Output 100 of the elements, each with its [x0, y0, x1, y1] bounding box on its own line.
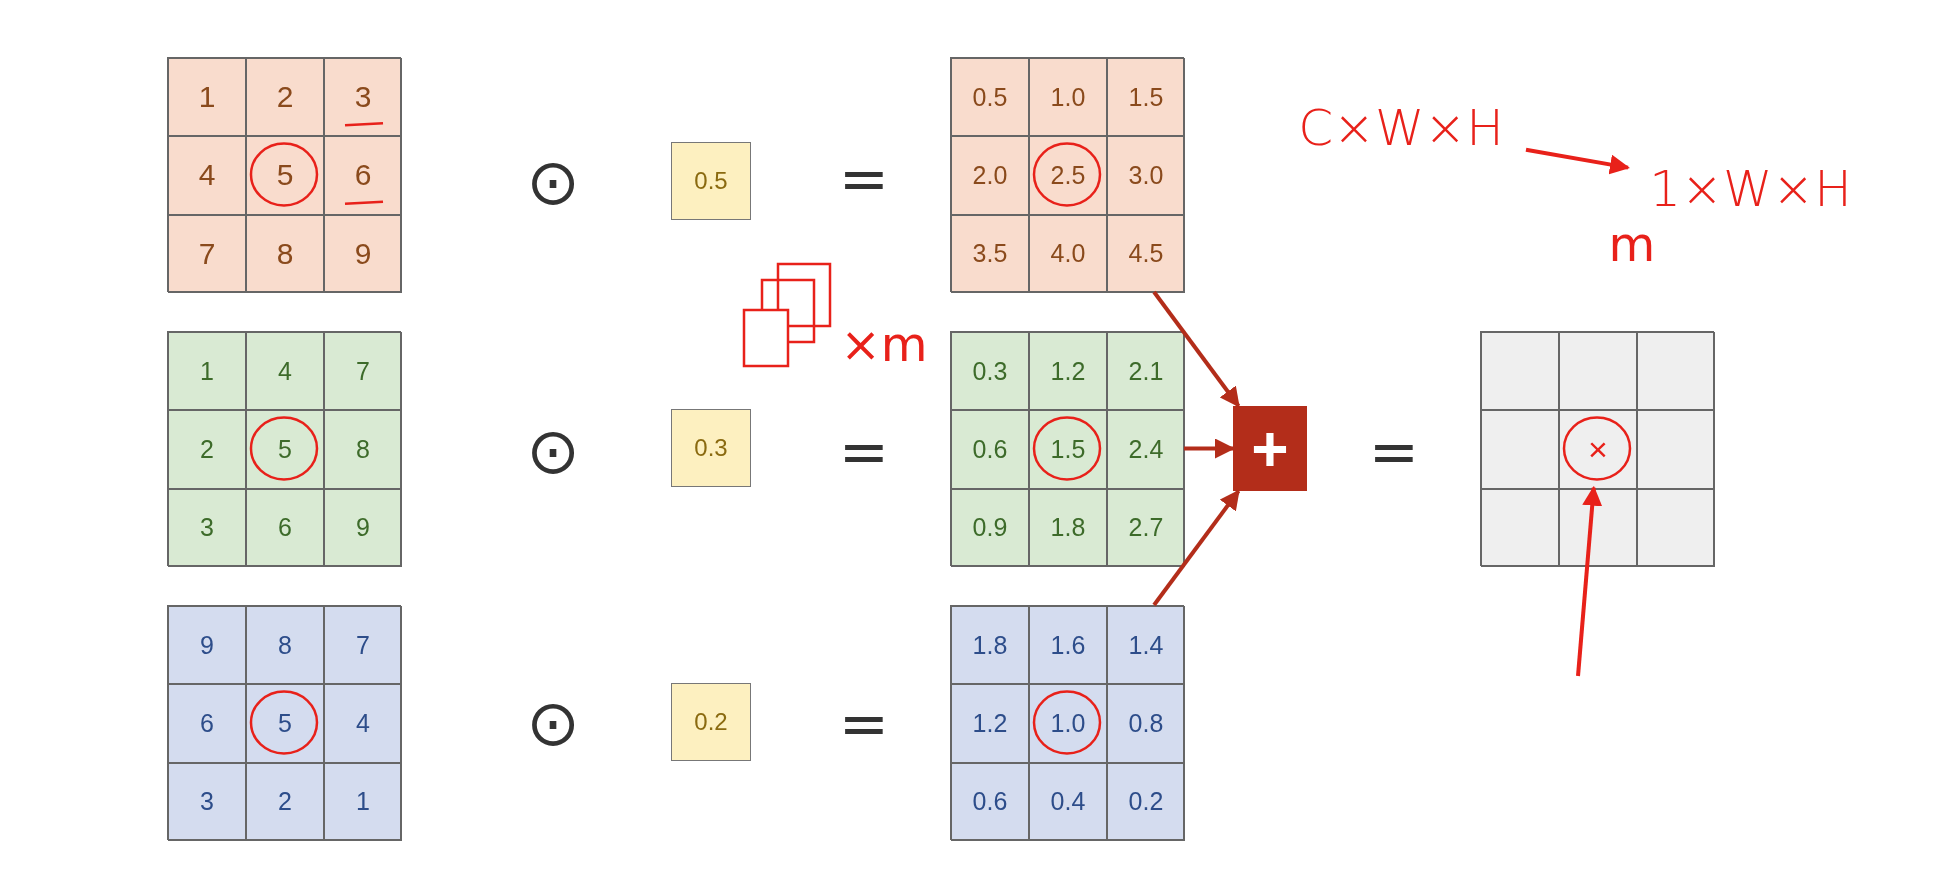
cell-value: 1: [200, 358, 214, 384]
matrix-cell: [168, 762, 246, 841]
sum-box: [1233, 406, 1307, 491]
operator-symbol: ⊙: [526, 691, 580, 755]
scalar-box: [671, 142, 751, 220]
matrix-cell: [1107, 214, 1185, 293]
cell-value: 8: [276, 238, 294, 269]
arrow: [1152, 489, 1241, 607]
matrix-cell: [951, 214, 1029, 293]
matrix-cell: [1107, 410, 1185, 489]
empty-cell: [1637, 488, 1715, 567]
matrix-cell: [246, 332, 324, 411]
empty-cell: [1481, 410, 1559, 489]
matrix-cell: [324, 332, 402, 411]
matrix-grid: [950, 605, 1184, 840]
matrix-cell: [168, 488, 246, 567]
matrix-cell: [1107, 136, 1185, 215]
matrix-cell: [1029, 410, 1107, 489]
cell-value: 1.8: [1050, 515, 1086, 541]
matrix-grid: [167, 57, 401, 292]
cell-value: 1.8: [972, 632, 1008, 658]
empty-cell: [1559, 332, 1637, 411]
cell-value: 1.6: [1050, 632, 1086, 658]
cell-value: 4.0: [1050, 241, 1086, 267]
matrix-cell: [1029, 136, 1107, 215]
cell-value: 8: [356, 437, 370, 462]
matrix-grid: [167, 605, 401, 840]
cell-value: 0.4: [1050, 789, 1086, 815]
handwritten-note: ×m: [840, 320, 928, 368]
matrix-cell: [246, 214, 324, 293]
cell-value: 1.2: [1050, 358, 1086, 384]
matrix-cell: [1107, 684, 1185, 763]
empty-cell: [1559, 488, 1637, 567]
cell-value: 9: [356, 515, 370, 541]
handwritten-note: C×W×H: [1298, 103, 1504, 153]
matrix-cell: [1029, 762, 1107, 841]
matrix-cell: [246, 58, 324, 137]
matrix-cell: [246, 136, 324, 215]
matrix-cell: [1107, 58, 1185, 137]
scalar-box: [671, 683, 751, 761]
matrix-cell: [951, 332, 1029, 411]
cell-value: 1.4: [1128, 632, 1164, 658]
matrix-cell: [246, 488, 324, 567]
operator-symbol: ⊙: [526, 150, 580, 214]
matrix-cell: [324, 410, 402, 489]
empty-cell: [1481, 332, 1559, 411]
cell-value: 5: [278, 711, 292, 736]
cell-value: 4: [198, 160, 216, 191]
cell-value: 0.3: [972, 358, 1008, 384]
empty-cell: [1637, 410, 1715, 489]
cell-value: 4: [278, 358, 292, 384]
matrix-cell: [951, 488, 1029, 567]
matrix-cell: [324, 488, 402, 567]
matrix-cell: [168, 606, 246, 685]
cell-value: 2: [200, 437, 214, 462]
cell-value: 2: [278, 789, 292, 815]
handwritten-note: 1×W×H: [1649, 164, 1852, 214]
cell-value: ×: [1588, 432, 1608, 467]
cell-value: 7: [198, 238, 216, 269]
operator-symbol: =: [838, 148, 890, 208]
matrix-cell: [246, 684, 324, 763]
cell-value: 0.2: [694, 710, 728, 734]
cell-value: 3: [200, 515, 214, 541]
cell-value: 1.0: [1050, 84, 1086, 110]
cell-value: 3: [200, 789, 214, 815]
matrix-cell: [951, 606, 1029, 685]
matrix-cell: [951, 410, 1029, 489]
matrix-cell: [1107, 606, 1185, 685]
cell-value: 6: [200, 711, 214, 736]
handwritten-note: m: [1608, 220, 1656, 268]
matrix-cell: [1029, 606, 1107, 685]
cell-value: 2.7: [1128, 515, 1164, 541]
cell-value: 2.0: [972, 163, 1008, 188]
arrow: [1576, 485, 1603, 677]
cell-value: 0.6: [972, 437, 1008, 462]
matrix-cell: [1029, 214, 1107, 293]
scalar-box: [671, 409, 751, 487]
cell-value: 7: [356, 358, 370, 384]
matrix-cell: [246, 410, 324, 489]
cell-value: 4.5: [1128, 241, 1164, 267]
matrix-cell: [324, 606, 402, 685]
cell-value: 3.5: [972, 241, 1008, 267]
matrix-grid: [950, 331, 1184, 566]
matrix-cell: [324, 214, 402, 293]
cell-value: 0.2: [1128, 789, 1164, 815]
matrix-grid: [950, 57, 1184, 292]
cell-value: 5: [276, 160, 294, 191]
matrix-cell: [1029, 488, 1107, 567]
matrix-cell: [324, 762, 402, 841]
cell-value: 0.5: [694, 169, 728, 193]
matrix-cell: [1107, 488, 1185, 567]
cell-value: 6: [354, 160, 372, 191]
cell-value: 3: [354, 82, 372, 113]
operator-symbol: =: [838, 421, 890, 481]
matrix-cell: [1559, 410, 1637, 489]
cell-value: 1: [198, 82, 216, 113]
cell-value: 1.2: [972, 711, 1008, 736]
operator-symbol: ⊙: [526, 419, 580, 483]
operator-symbol: =: [1368, 421, 1420, 481]
cell-value: 2.5: [1050, 163, 1086, 188]
